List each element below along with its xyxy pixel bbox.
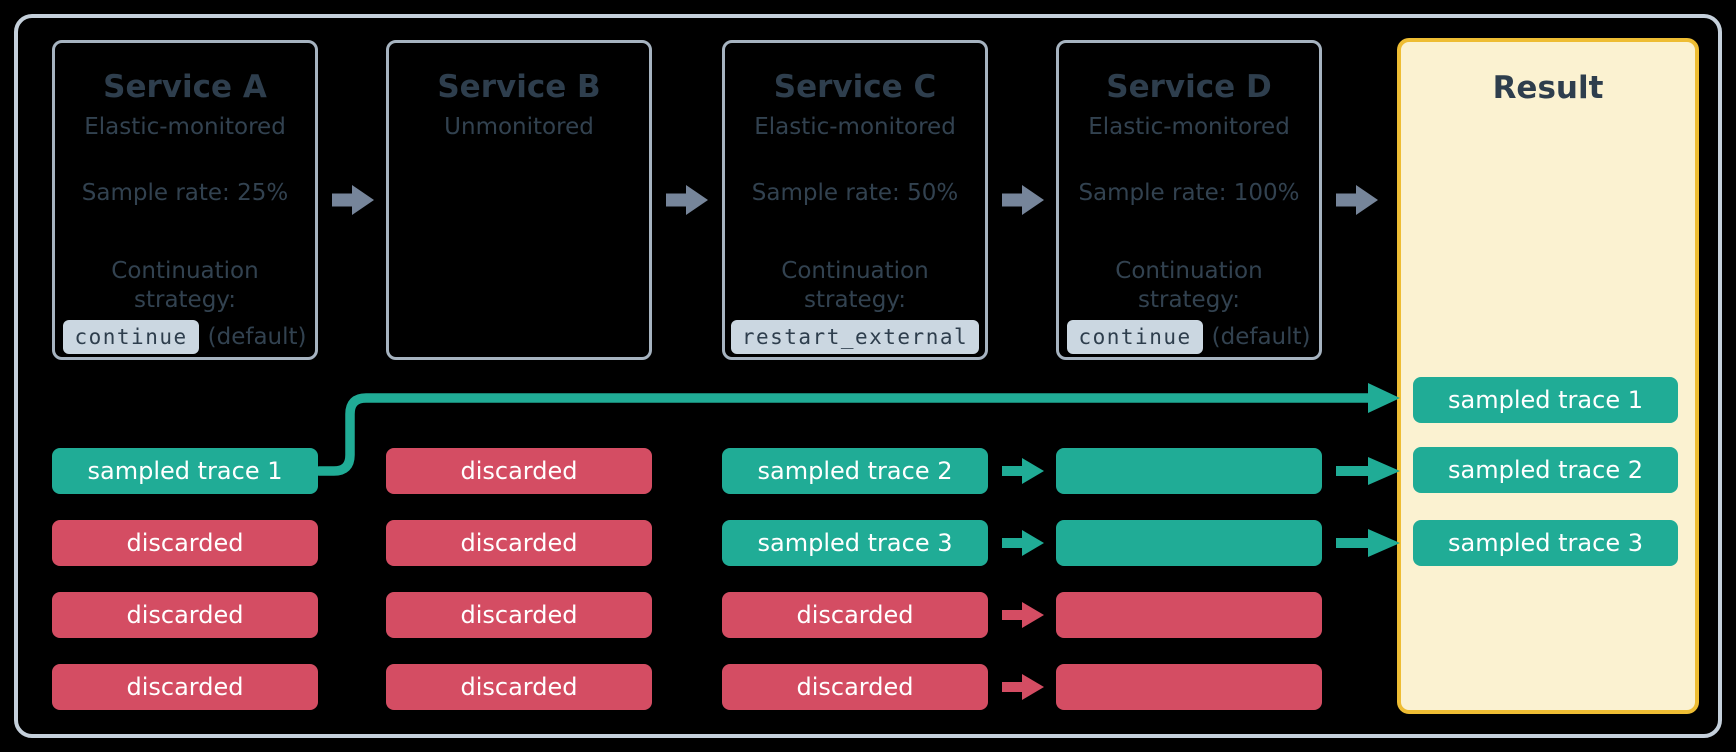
trace-c-1: sampled trace 2	[722, 448, 988, 494]
trace-d-3	[1056, 592, 1322, 638]
service-d-strategy-row: continue (default)	[1067, 320, 1311, 354]
result-trace-2: sampled trace 2	[1413, 447, 1678, 493]
trace-b-2: discarded	[386, 520, 652, 566]
service-a-strategy-label: Continuation strategy:	[111, 258, 259, 313]
service-a-sample-rate: Sample rate: 25%	[81, 180, 289, 206]
trace-a-2: discarded	[52, 520, 318, 566]
service-a-strategy-row: continue (default)	[63, 320, 307, 354]
trace-b-3: discarded	[386, 592, 652, 638]
service-d-monitoring: Elastic-monitored	[1088, 114, 1290, 140]
trace-b-1: discarded	[386, 448, 652, 494]
service-d-box: Service D Elastic-monitored Sample rate:…	[1056, 40, 1322, 360]
service-b-monitoring: Unmonitored	[444, 114, 594, 140]
service-c-title: Service C	[773, 69, 937, 105]
trace-d-2	[1056, 520, 1322, 566]
result-box: Result	[1397, 38, 1699, 714]
service-c-strategy-label: Continuation strategy:	[781, 258, 929, 313]
result-trace-1: sampled trace 1	[1413, 377, 1678, 423]
service-d-title: Service D	[1106, 69, 1272, 105]
service-c-strategy-row: restart_external	[730, 320, 980, 354]
service-d-strategy-badge: continue	[1067, 320, 1203, 354]
trace-a-4: discarded	[52, 664, 318, 710]
trace-c-3: discarded	[722, 592, 988, 638]
trace-a-3: discarded	[52, 592, 318, 638]
service-d-strategy-label: Continuation strategy:	[1115, 258, 1263, 313]
service-b-box: Service B Unmonitored	[386, 40, 652, 360]
service-a-title: Service A	[103, 69, 267, 105]
service-c-monitoring: Elastic-monitored	[754, 114, 956, 140]
service-c-strategy-badge: restart_external	[730, 320, 980, 354]
trace-d-4	[1056, 664, 1322, 710]
trace-d-1	[1056, 448, 1322, 494]
trace-a-1: sampled trace 1	[52, 448, 318, 494]
service-c-sample-rate: Sample rate: 50%	[751, 180, 959, 206]
service-a-strategy-suffix: (default)	[207, 324, 307, 350]
trace-c-2: sampled trace 3	[722, 520, 988, 566]
service-a-box: Service A Elastic-monitored Sample rate:…	[52, 40, 318, 360]
service-a-strategy-badge: continue	[63, 320, 199, 354]
trace-c-4: discarded	[722, 664, 988, 710]
result-trace-3: sampled trace 3	[1413, 520, 1678, 566]
service-c-box: Service C Elastic-monitored Sample rate:…	[722, 40, 988, 360]
service-a-monitoring: Elastic-monitored	[84, 114, 286, 140]
trace-b-4: discarded	[386, 664, 652, 710]
result-title: Result	[1492, 70, 1604, 106]
service-d-strategy-suffix: (default)	[1211, 324, 1311, 350]
diagram-frame	[14, 14, 1722, 738]
service-b-title: Service B	[437, 69, 601, 105]
service-d-sample-rate: Sample rate: 100%	[1078, 180, 1300, 206]
